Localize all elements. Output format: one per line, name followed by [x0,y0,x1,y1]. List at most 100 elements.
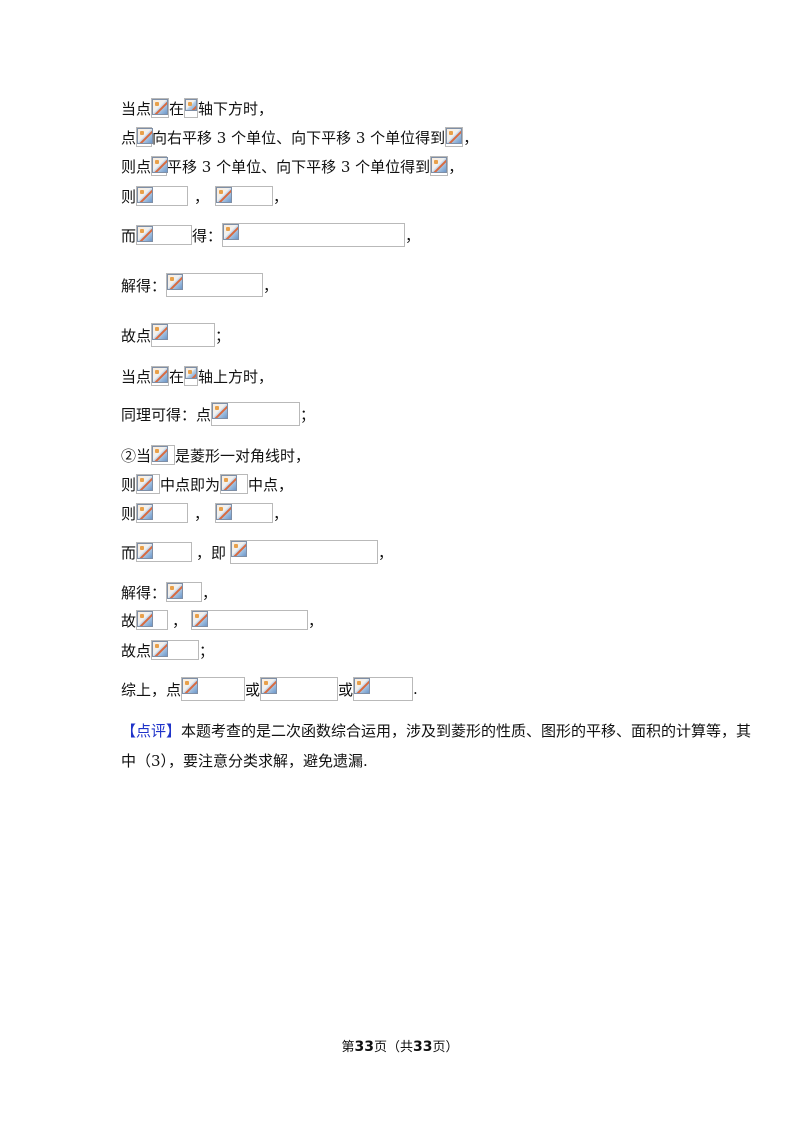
text: 解得： [121,276,167,295]
text-line: 当点 在 轴下方时， [121,95,273,121]
text: ， [463,128,479,147]
footer-text: 页（共 [373,1040,413,1055]
broken-image-icon [151,366,170,386]
text: 向右平移 3 个单位、向下平移 3 个单位得到 [152,128,446,147]
text-line: 故点 ； [121,637,214,663]
text: 或 [245,680,261,699]
review-line: 中（3），要注意分类求解，避免遗漏. [121,747,368,773]
text: 则 [121,504,137,523]
text: ； [199,641,215,660]
broken-image-icon [166,273,264,297]
text: ， [273,504,289,523]
text-line: ②当 是菱形一对角线时， [121,442,310,468]
review-tag: 【点评】 [121,721,182,740]
text: 在 [169,367,185,386]
text-line: 故 ， ， [121,607,323,633]
text: 同理可得：点 [121,405,212,424]
text-line: 当点 在 轴上方时， [121,363,273,389]
text: ， [378,543,394,562]
text-line: 点 向右平移 3 个单位、向下平移 3 个单位得到 ， [121,124,478,150]
text-line: 则 ， ， [121,500,288,526]
broken-image-icon [166,582,203,602]
text-line: 解得： ， [121,579,217,605]
text: 故 [121,611,137,630]
broken-image-icon [151,445,176,465]
text: . [413,680,418,698]
broken-image-icon [136,542,193,562]
broken-image-icon [215,186,274,206]
text: 当点 [121,367,152,386]
text: ， [448,157,464,176]
text: ，即 [196,543,227,562]
text: 则 [121,475,137,494]
broken-image-icon [184,98,199,118]
broken-image-icon [445,127,464,147]
broken-image-icon [260,677,339,701]
text: ， [194,504,210,523]
text-line: 则 中点即为 中点， [121,471,293,497]
text: 则 [121,187,137,206]
text-line: 则 ， ， [121,183,288,209]
text: 是菱形一对角线时， [175,446,311,465]
broken-image-icon [215,503,274,523]
text: 则点 [121,157,152,176]
text: 或 [338,680,354,699]
text: 而 [121,226,137,245]
page-number: 33 [354,1039,374,1055]
text: 中点， [248,475,294,494]
broken-image-icon [136,503,189,523]
text-line: 故点 ； [121,322,230,348]
broken-image-icon [136,186,189,206]
broken-image-icon [430,156,449,176]
broken-image-icon [211,402,301,426]
broken-image-icon [151,156,169,176]
review-line: 【点评】 本题考查的是二次函数综合运用，涉及到菱形的性质、图形的平移、面积的计算… [121,717,751,743]
broken-image-icon [136,127,154,147]
text: 而 [121,543,137,562]
text: 解得： [121,583,167,602]
text: 得： [192,226,223,245]
text: ， [273,187,289,206]
broken-image-icon [353,677,414,701]
broken-image-icon [151,98,170,118]
text: ②当 [121,446,152,465]
text: ； [300,405,316,424]
page-total: 33 [413,1039,433,1055]
text-line: 综上，点 或 或 . [121,676,418,702]
text: ， [194,187,210,206]
text-line: 同理可得：点 ； [121,401,315,427]
text: ， [308,611,324,630]
text: 故点 [121,326,152,345]
text: ， [263,276,279,295]
page-footer: 第33页（共33页） [0,1036,800,1055]
broken-image-icon [136,474,161,494]
text: 平移 3 个单位、向下平移 3 个单位得到 [167,157,431,176]
text: 在 [169,99,185,118]
text: 轴下方时， [198,99,274,118]
text: 综上，点 [121,680,182,699]
broken-image-icon [191,610,309,630]
text: 中点即为 [160,475,221,494]
text-line: 而 ，即 ， [121,539,393,565]
broken-image-icon [151,640,200,660]
review-text: 本题考查的是二次函数综合运用，涉及到菱形的性质、图形的平移、面积的计算等，其 [181,721,752,740]
broken-image-icon [230,540,379,564]
broken-image-icon [220,474,249,494]
footer-text: 第 [341,1040,355,1055]
text: ， [405,226,421,245]
text-line: 而 得： ， [121,222,420,248]
text-line: 则点 平移 3 个单位、向下平移 3 个单位得到 ， [121,153,463,179]
text: 点 [121,128,137,147]
broken-image-icon [151,323,216,347]
text: ， [172,611,188,630]
review-text: 中（3），要注意分类求解，避免遗漏. [121,751,368,770]
broken-image-icon [181,677,246,701]
text: 轴上方时， [198,367,274,386]
text-line: 解得： ， [121,272,278,298]
broken-image-icon [136,610,169,630]
broken-image-icon [184,366,199,386]
footer-text: 页） [432,1040,459,1055]
broken-image-icon [222,223,406,247]
text: ， [202,583,218,602]
